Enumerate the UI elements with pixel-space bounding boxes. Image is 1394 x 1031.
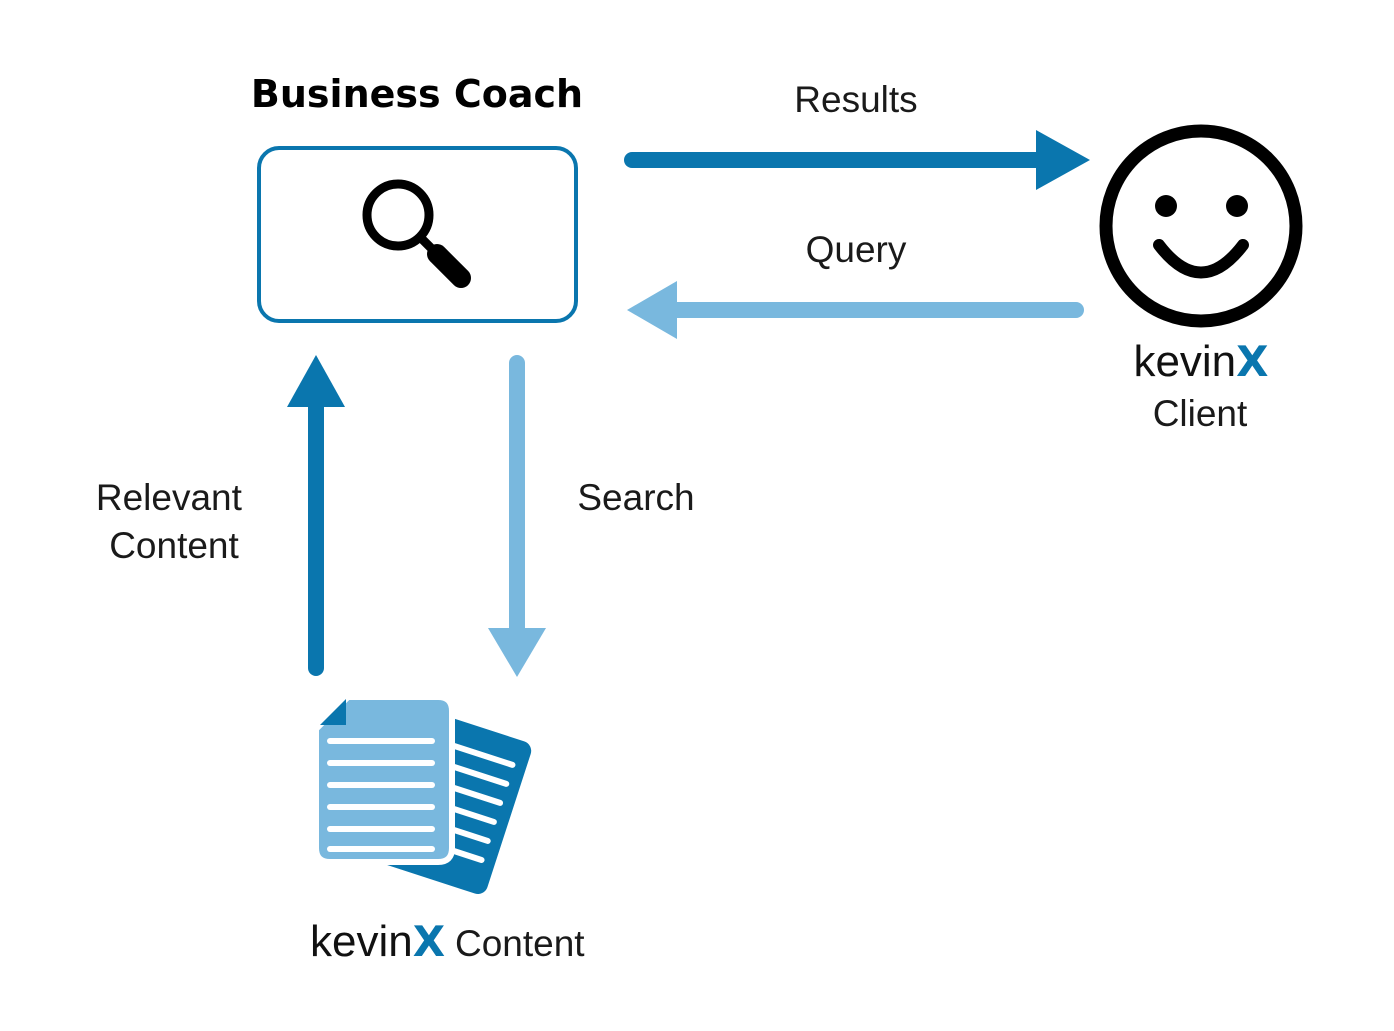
query-arrow	[627, 281, 1084, 339]
content-brand-main: kevin	[310, 917, 413, 966]
results-arrow	[624, 130, 1090, 190]
content-label: Content	[455, 923, 585, 964]
content-brand-logo: kevinX	[310, 917, 445, 966]
smiley-face-icon	[1099, 124, 1303, 328]
search-label: Search	[577, 477, 694, 518]
front-document-corner	[320, 699, 346, 725]
magnifier-icon	[362, 179, 471, 288]
results-label: Results	[794, 79, 917, 120]
relevant-content-line-1: Relevant	[96, 477, 243, 518]
query-label: Query	[806, 229, 907, 270]
relevant-content-line-2: Content	[109, 525, 239, 566]
documents-icon	[313, 694, 532, 895]
client-brand-logo: kevinX	[1133, 337, 1268, 386]
client-brand-main: kevin	[1133, 337, 1236, 386]
relevant-content-label: Relevant Content	[96, 477, 252, 566]
business-coach-title: Business Coach	[251, 72, 583, 116]
client-brand-x: X	[1236, 337, 1268, 386]
relevant-content-arrow	[287, 355, 345, 676]
business-coach-box	[257, 146, 578, 323]
client-label: Client	[1153, 393, 1248, 434]
search-arrow	[488, 355, 546, 677]
content-brand-x: X	[413, 917, 445, 966]
